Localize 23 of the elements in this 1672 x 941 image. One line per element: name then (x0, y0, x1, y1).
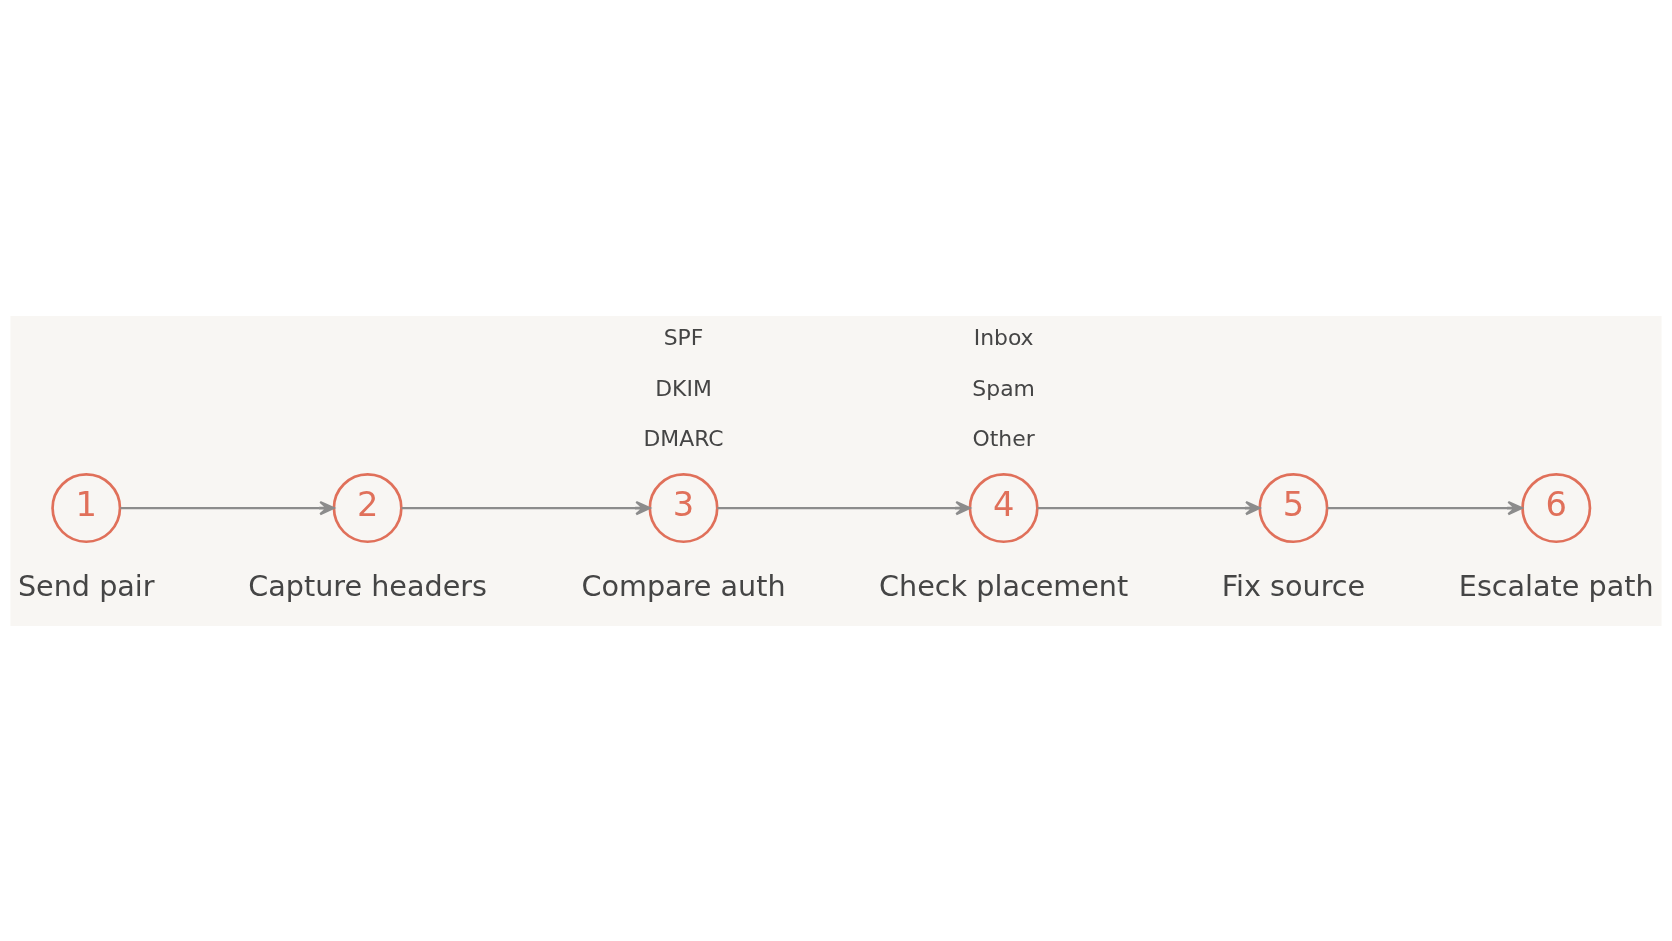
arrow (401, 500, 651, 515)
node-label: Capture headers (248, 568, 487, 603)
label: DKIM (655, 375, 712, 401)
arrow (717, 500, 971, 515)
label: Other (972, 425, 1035, 451)
node-circle: 4 (968, 472, 1039, 543)
node-circle: 2 (332, 472, 403, 543)
node-circle: 1 (51, 472, 122, 543)
arrow (1037, 500, 1261, 515)
arrow (1327, 500, 1523, 515)
label: Spam (972, 375, 1035, 401)
node-label: Escalate path (1458, 568, 1654, 603)
arrow (120, 500, 335, 515)
node-circle: 3 (648, 472, 719, 543)
node-label: Compare auth (581, 568, 786, 603)
node-label: Fix source (1221, 568, 1366, 603)
label: Inbox (973, 324, 1034, 350)
node-circle: 5 (1258, 472, 1329, 543)
label: SPF (663, 324, 704, 350)
label: DMARC (643, 425, 724, 451)
node-label: Send pair (17, 568, 155, 603)
node-label: Check placement (879, 568, 1129, 603)
node-circle: 6 (1521, 472, 1592, 543)
